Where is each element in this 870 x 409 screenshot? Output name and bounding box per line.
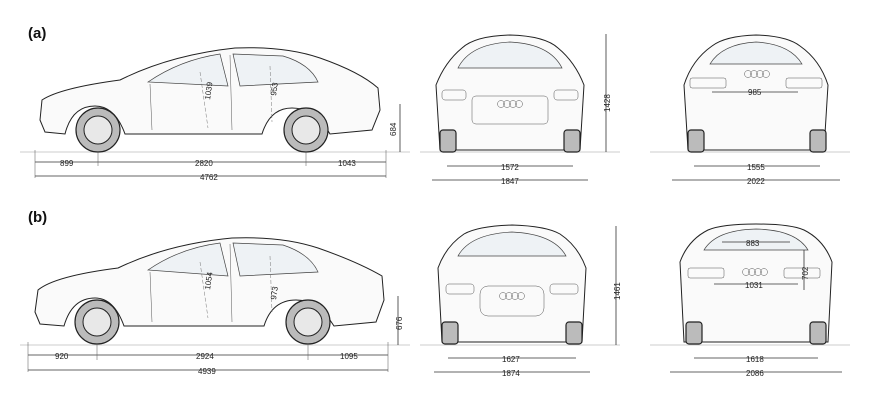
taillight-left — [689, 77, 727, 89]
windshield — [457, 231, 567, 257]
rear-rim — [293, 307, 323, 337]
brand-logo — [497, 100, 523, 108]
rear-track-label: 1555 — [747, 163, 765, 172]
rear-view-a: 985 1555 2022 — [650, 34, 850, 186]
length-label: 4762 — [200, 173, 218, 182]
length-label: 4939 — [198, 367, 216, 376]
rear-interior-label: 1031 — [745, 281, 763, 290]
rear-overhang-label: 1043 — [338, 159, 356, 168]
windshield — [457, 41, 563, 69]
front-height-label: 1461 — [613, 282, 622, 300]
front-view-b: 1461 1627 1874 — [420, 224, 622, 378]
door-seam — [149, 83, 153, 131]
front-view-a: 1428 1572 1847 — [420, 34, 620, 186]
taillight-right — [785, 77, 823, 89]
front-headroom-label: 1054 — [203, 271, 214, 290]
side-view-b: 1054 973 676 920 2924 1095 4939 — [20, 237, 410, 376]
panel-b: (b) 1054 973 676 920 2924 1095 — [20, 209, 850, 378]
front-left-tire — [439, 129, 457, 153]
front-track-label: 1627 — [502, 355, 520, 364]
rear-width-label: 2086 — [746, 369, 764, 378]
panel-b-label: (b) — [28, 209, 47, 226]
brand-logo — [499, 292, 525, 300]
taillight-left — [687, 267, 725, 279]
rear-height-mark-label: 702 — [801, 266, 810, 280]
rear-rim — [291, 115, 321, 145]
brand-logo — [744, 70, 770, 78]
rear-headroom-label: 973 — [269, 285, 280, 300]
headlight-left — [445, 283, 475, 295]
grille — [471, 95, 549, 125]
sill-height-label: 684 — [389, 122, 398, 136]
door-seam — [229, 54, 233, 131]
rear-left-tire — [687, 129, 705, 153]
front-headroom-label: 1039 — [203, 81, 214, 100]
front-height-label: 1428 — [603, 94, 612, 112]
side-windows — [146, 242, 319, 277]
front-right-tire — [565, 321, 583, 345]
rear-headroom-label: 953 — [269, 81, 280, 96]
front-headroom-line — [199, 71, 209, 129]
wheelbase-label: 2820 — [195, 159, 213, 168]
side-view-a: 1039 953 684 899 2820 1043 4762 — [20, 47, 410, 182]
rear-left-tire — [685, 321, 703, 345]
front-left-tire — [441, 321, 459, 345]
headlight-left — [441, 89, 467, 101]
front-width-label: 1874 — [502, 369, 520, 378]
rear-right-tire — [809, 321, 827, 345]
grille — [479, 285, 545, 317]
sill-height-label: 676 — [395, 316, 404, 330]
rear-track-label: 1618 — [746, 355, 764, 364]
panel-a-label: (a) — [28, 25, 46, 42]
front-rim — [83, 115, 113, 145]
taillight-right — [783, 267, 821, 279]
car-body-rear — [679, 223, 833, 343]
front-rim — [82, 307, 112, 337]
rear-interior-label: 985 — [748, 88, 762, 97]
wheelbase-label: 2924 — [196, 352, 214, 361]
front-overhang-label: 899 — [60, 159, 74, 168]
panel-a: (a) 1039 953 684 899 2820 — [20, 25, 850, 186]
front-right-tire — [563, 129, 581, 153]
rear-overhang-label: 1095 — [340, 352, 358, 361]
rear-headroom-line — [269, 65, 273, 123]
brand-logo — [742, 268, 768, 276]
front-track-label: 1572 — [501, 163, 519, 172]
rear-window — [709, 41, 803, 65]
rear-right-tire — [809, 129, 827, 153]
rear-view-b: 883 702 1031 1618 2086 — [650, 223, 850, 378]
front-overhang-label: 920 — [55, 352, 69, 361]
rear-width-label: 2022 — [747, 177, 765, 186]
rear-interior-top-label: 883 — [746, 239, 760, 248]
front-width-label: 1847 — [501, 177, 519, 186]
rear-window — [703, 228, 809, 251]
headlight-right — [553, 89, 579, 101]
side-windows — [146, 53, 319, 87]
headlight-right — [549, 283, 579, 295]
